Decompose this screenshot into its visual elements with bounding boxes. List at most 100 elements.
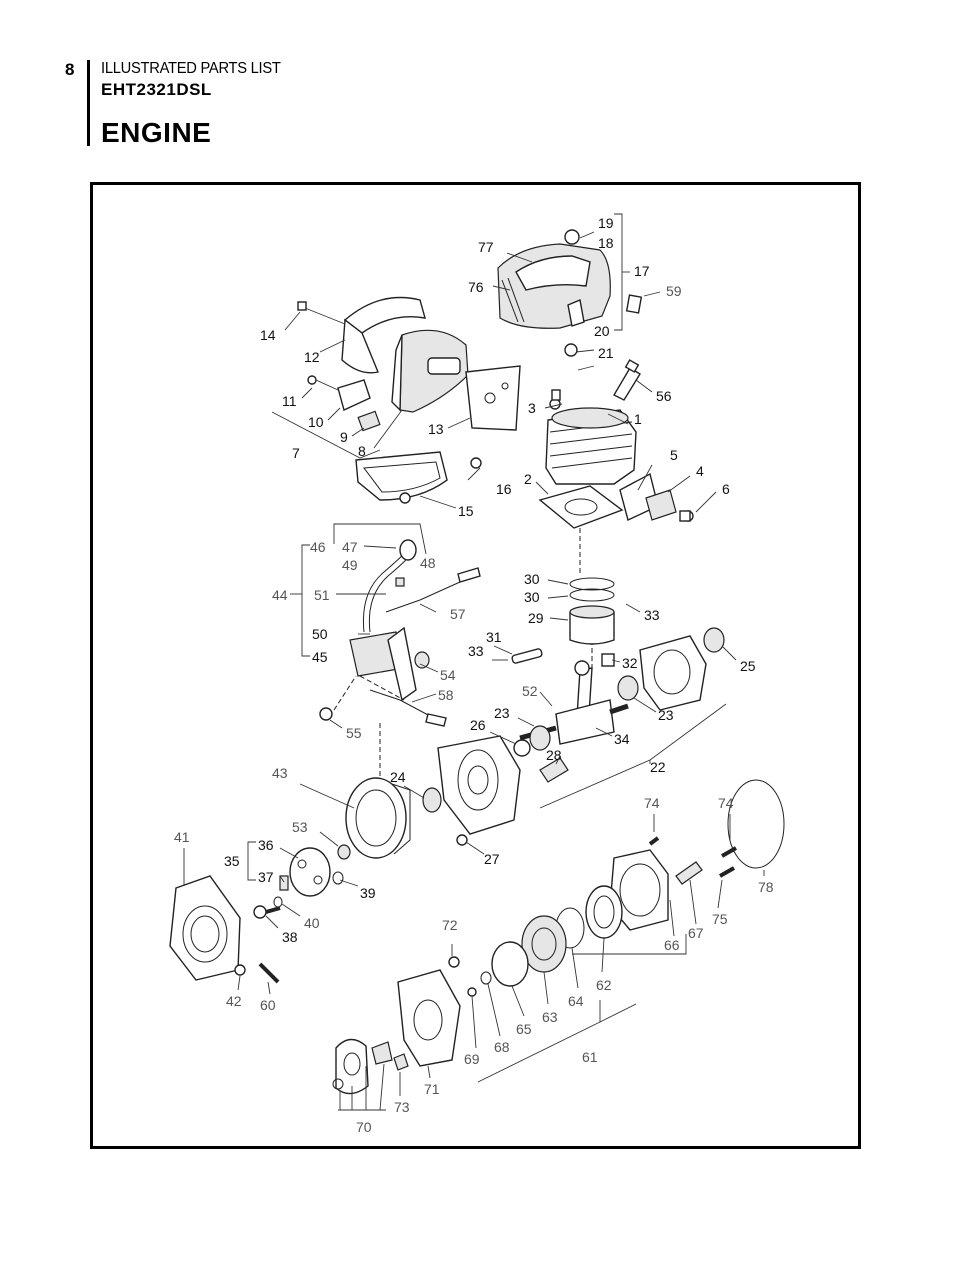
page-number: 8 — [65, 60, 75, 79]
callout-76: 76 — [468, 279, 484, 295]
callout-57: 57 — [450, 606, 466, 622]
callout-8: 8 — [358, 443, 366, 459]
callout-53: 53 — [292, 819, 308, 835]
callout-25: 25 — [740, 658, 756, 674]
callout-31: 31 — [486, 629, 502, 645]
gasket-drawing — [538, 485, 624, 529]
callout-73: 73 — [394, 1099, 410, 1115]
diagram-frame — [90, 182, 861, 1149]
callout-50: 50 — [312, 626, 328, 642]
section-title: ENGINE — [101, 117, 212, 148]
callout-38: 38 — [282, 929, 298, 945]
callout-66: 66 — [664, 937, 680, 953]
callout-34: 34 — [614, 731, 630, 747]
callout-6: 6 — [722, 481, 730, 497]
callout-33b: 33 — [468, 643, 484, 659]
callout-63: 63 — [542, 1009, 558, 1025]
callout-26: 26 — [470, 717, 486, 733]
clutch-drawing — [253, 844, 351, 919]
callout-55: 55 — [346, 725, 362, 741]
callout-28: 28 — [546, 747, 562, 763]
model-number: EHT2321DSL — [101, 80, 212, 99]
flywheel-drawing — [345, 777, 442, 859]
callout-9: 9 — [340, 429, 348, 445]
callout-37: 37 — [258, 869, 274, 885]
callout-64: 64 — [568, 993, 584, 1009]
callout-20: 20 — [594, 323, 610, 339]
callout-74b: 74 — [718, 795, 734, 811]
callout-45: 45 — [312, 649, 328, 665]
callout-40: 40 — [304, 915, 320, 931]
callout-30a: 30 — [524, 571, 540, 587]
part-callouts: 19 18 17 77 76 59 20 21 14 12 56 11 3 10… — [174, 215, 774, 1135]
callout-58: 58 — [438, 687, 454, 703]
callout-15: 15 — [458, 503, 474, 519]
callout-44: 44 — [272, 587, 288, 603]
callout-12: 12 — [304, 349, 320, 365]
callout-67: 67 — [688, 925, 704, 941]
callout-23b: 23 — [658, 707, 674, 723]
header-rule — [87, 60, 90, 146]
callout-27: 27 — [484, 851, 500, 867]
callout-47: 47 — [342, 539, 358, 555]
callout-41: 41 — [174, 829, 190, 845]
fan-housing-drawing — [169, 875, 280, 984]
insulator-drawing — [619, 472, 694, 522]
callout-72: 72 — [442, 917, 458, 933]
callout-62: 62 — [596, 977, 612, 993]
callout-7: 7 — [292, 445, 300, 461]
callout-75: 75 — [712, 911, 728, 927]
callout-39: 39 — [360, 885, 376, 901]
callout-29: 29 — [528, 610, 544, 626]
callout-42: 42 — [226, 993, 242, 1009]
muffler-cover-drawing — [297, 296, 521, 504]
recoil-starter-drawing — [448, 779, 785, 997]
callout-33a: 33 — [644, 607, 660, 623]
callout-30b: 30 — [524, 589, 540, 605]
callout-5: 5 — [670, 447, 678, 463]
spark-plug-drawing — [613, 359, 641, 401]
crankshaft-drawing — [513, 653, 639, 783]
gear-case-drawing — [332, 969, 461, 1095]
callout-22: 22 — [650, 759, 666, 775]
callout-70: 70 — [356, 1119, 372, 1135]
callout-49: 49 — [342, 557, 358, 573]
callout-69: 69 — [464, 1051, 480, 1067]
callout-54: 54 — [440, 667, 456, 683]
callout-24: 24 — [390, 769, 406, 785]
callout-36: 36 — [258, 837, 274, 853]
callout-60: 60 — [260, 997, 276, 1013]
callout-1: 1 — [634, 411, 642, 427]
callout-77: 77 — [478, 239, 494, 255]
callout-52: 52 — [522, 683, 538, 699]
crankcase-left-drawing — [437, 735, 521, 846]
callout-23a: 23 — [494, 705, 510, 721]
callout-16: 16 — [496, 481, 512, 497]
callout-21: 21 — [598, 345, 614, 361]
callout-18: 18 — [598, 235, 614, 251]
callout-19: 19 — [598, 215, 614, 231]
callout-48: 48 — [420, 555, 436, 571]
callout-71: 71 — [424, 1081, 440, 1097]
callout-78: 78 — [758, 879, 774, 895]
crankcase-right-drawing — [639, 627, 725, 711]
callout-68: 68 — [494, 1039, 510, 1055]
callout-35: 35 — [224, 853, 240, 869]
document-title: ILLUSTRATED PARTS LIST — [101, 60, 281, 77]
callout-43: 43 — [272, 765, 288, 781]
callout-14: 14 — [260, 327, 276, 343]
ignition-coil-drawing — [319, 539, 481, 727]
callout-4: 4 — [696, 463, 704, 479]
callout-17: 17 — [634, 263, 650, 279]
cylinder-drawing — [545, 389, 637, 485]
callout-46: 46 — [310, 539, 326, 555]
leader-lines — [183, 213, 765, 1111]
callout-56: 56 — [656, 388, 672, 404]
callout-10: 10 — [308, 414, 324, 430]
callout-2: 2 — [524, 471, 532, 487]
piston-drawing — [511, 577, 615, 664]
callout-74a: 74 — [644, 795, 660, 811]
callout-13: 13 — [428, 421, 444, 437]
callout-59: 59 — [666, 283, 682, 299]
